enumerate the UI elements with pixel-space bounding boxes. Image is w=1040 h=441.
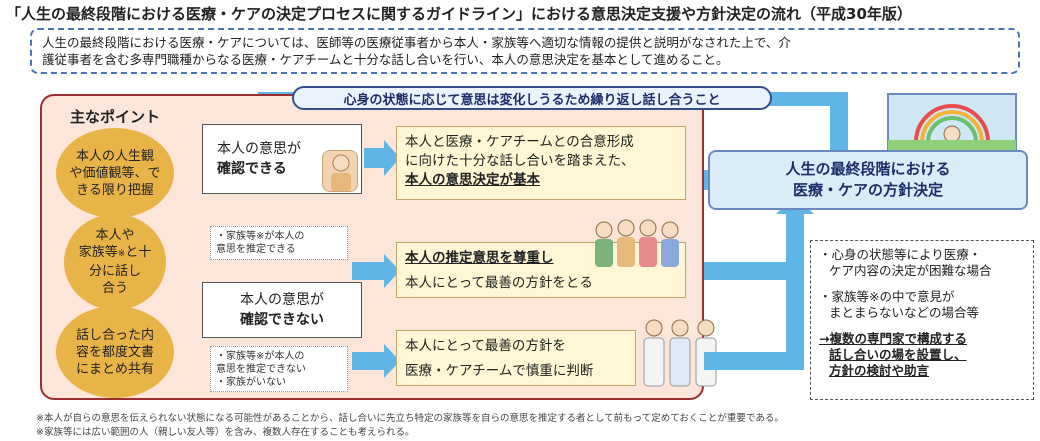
point-circle-2: 本人や家族等※と十分に話し合う [64, 214, 166, 310]
note-c-l3: ・家族がいない [216, 377, 286, 388]
decision-box-b: 本人の推定意思を尊重し 本人にとって最善の方針をとる [396, 242, 686, 298]
box-a-l2: に向けた十分な話し合いを踏まえた、 [405, 153, 635, 169]
loop-arrow-right-up [830, 92, 848, 152]
decision-box-a: 本人と医療・ケアチームとの合意形成 に向けた十分な話し合いを踏まえた、 本人の意… [396, 126, 686, 200]
point-circle-3: 話し合った内容を都度文書にまとめ共有 [56, 306, 174, 398]
arrow-low-to-right [704, 352, 804, 370]
unconfirmable-l2: 確認できない [240, 312, 324, 328]
p1-line2: や価値観等、で [69, 165, 161, 181]
diff-i1a: ・心身の状態等により医療・ [819, 247, 982, 262]
p3-line3: にまとめ共有 [75, 361, 154, 377]
family-illustration [590, 214, 686, 270]
final-l2: 医療・ケアの方針決定 [792, 181, 943, 199]
diff-i3a: →複数の専門家で構成する [819, 331, 967, 346]
box-b-l2: 本人にとって最善の方針をとる [405, 275, 593, 291]
arrow-mid-to-right [704, 262, 804, 280]
points-title: 主なポイント [70, 108, 161, 126]
diff-i1b: ケア内容の決定が困難な場合 [829, 263, 992, 278]
p2-line2b: と十 [125, 245, 152, 260]
box-c-l2: 医療・ケアチームで慎重に判断 [405, 363, 594, 379]
page-title: 「人生の最終段階における医療・ケアの決定プロセスに関するガイドライン」における意… [6, 5, 912, 23]
arrow-to-box-b [352, 262, 386, 280]
unconfirmable-box: 本人の意思が確認できない [202, 282, 362, 338]
note-c-l2: 意思を推定できない [216, 364, 306, 375]
elderly-person-icon [322, 150, 358, 192]
footnote-2: ※家族等には広い範囲の人（親しい友人等）を含み、複数人存在することも考えられる。 [36, 427, 415, 438]
final-decision-box: 人生の最終段階における医療・ケアの方針決定 [708, 150, 1028, 210]
note-cannot-estimate: ・家族等※が本人の 意思を推定できない ・家族がいない [210, 346, 348, 392]
repeat-discussion-banner: 心身の状態に応じて意思は変化しうるため繰り返し話し合うこと [292, 86, 772, 110]
diff-i3c: 方針の検討や助言 [829, 363, 930, 378]
box-a-l1: 本人と医療・ケアチームとの合意形成 [405, 134, 634, 150]
final-l1: 人生の最終段階における [785, 160, 951, 178]
p1-line3: きる限り把握 [76, 182, 154, 198]
confirmable-l1: 本人の意思が [217, 141, 301, 157]
window-rainbow-illustration [886, 92, 1018, 152]
diff-i2b: まとまらないなどの場合等 [829, 305, 980, 320]
box-c-l1: 本人にとって最善の方針を [405, 338, 566, 354]
intro-line-1: 人生の最終段階における医療・ケアについては、医師等の医療従事者から本人・家族等へ… [42, 35, 791, 50]
confirmable-l2: 確認できる [217, 161, 287, 177]
p2-line1: 本人や [95, 228, 135, 243]
note-can-estimate: ・家族等※が本人の 意思を推定できる [210, 226, 348, 260]
p2-line3: 分に話し [88, 264, 141, 279]
decision-box-c: 本人にとって最善の方針を 医療・ケアチームで慎重に判断 [396, 330, 636, 386]
note-c-l1: ・家族等※が本人の [216, 351, 305, 362]
difficult-cases-box: ・心身の状態等により医療・ ケア内容の決定が困難な場合 ・家族等※の中で意見が … [810, 240, 1034, 400]
intro-line-2: 護従事者を含む多専門職種からなる医療・ケアチームと十分な話し合いを行い、本人の意… [42, 52, 729, 67]
p3-line1: 話し合った内 [75, 327, 154, 343]
p2-line4: 合う [101, 281, 128, 296]
footnote-1: ※本人が自らの意思を伝えられない状態になる可能性があることから、話し合いに先立ち… [36, 413, 784, 424]
p2-line2: 家族等 [78, 245, 118, 260]
box-b-l1: 本人の推定意思を尊重し [405, 250, 554, 266]
arrow-to-box-a [364, 148, 386, 168]
intro-box: 人生の最終段階における医療・ケアについては、医師等の医療従事者から本人・家族等へ… [30, 28, 1020, 74]
note-b-l2: 意思を推定できる [216, 244, 296, 255]
diff-i3b: 話し合いの場を設置し、 [829, 347, 967, 362]
arrow-to-box-c [352, 352, 386, 370]
p1-line1: 本人の人生観 [75, 148, 154, 164]
unconfirmable-l1: 本人の意思が [240, 292, 324, 308]
p2-mark: ※ [117, 249, 126, 259]
note-b-l1: ・家族等※が本人の [216, 231, 305, 242]
p3-line2: 容を都度文書 [75, 344, 154, 360]
arrow-right-vertical [786, 212, 804, 370]
diff-i2a: ・家族等※の中で意見が [819, 289, 955, 304]
point-circle-1: 本人の人生観や価値観等、できる限り把握 [56, 128, 174, 218]
box-a-l3: 本人の意思決定が基本 [405, 172, 540, 188]
